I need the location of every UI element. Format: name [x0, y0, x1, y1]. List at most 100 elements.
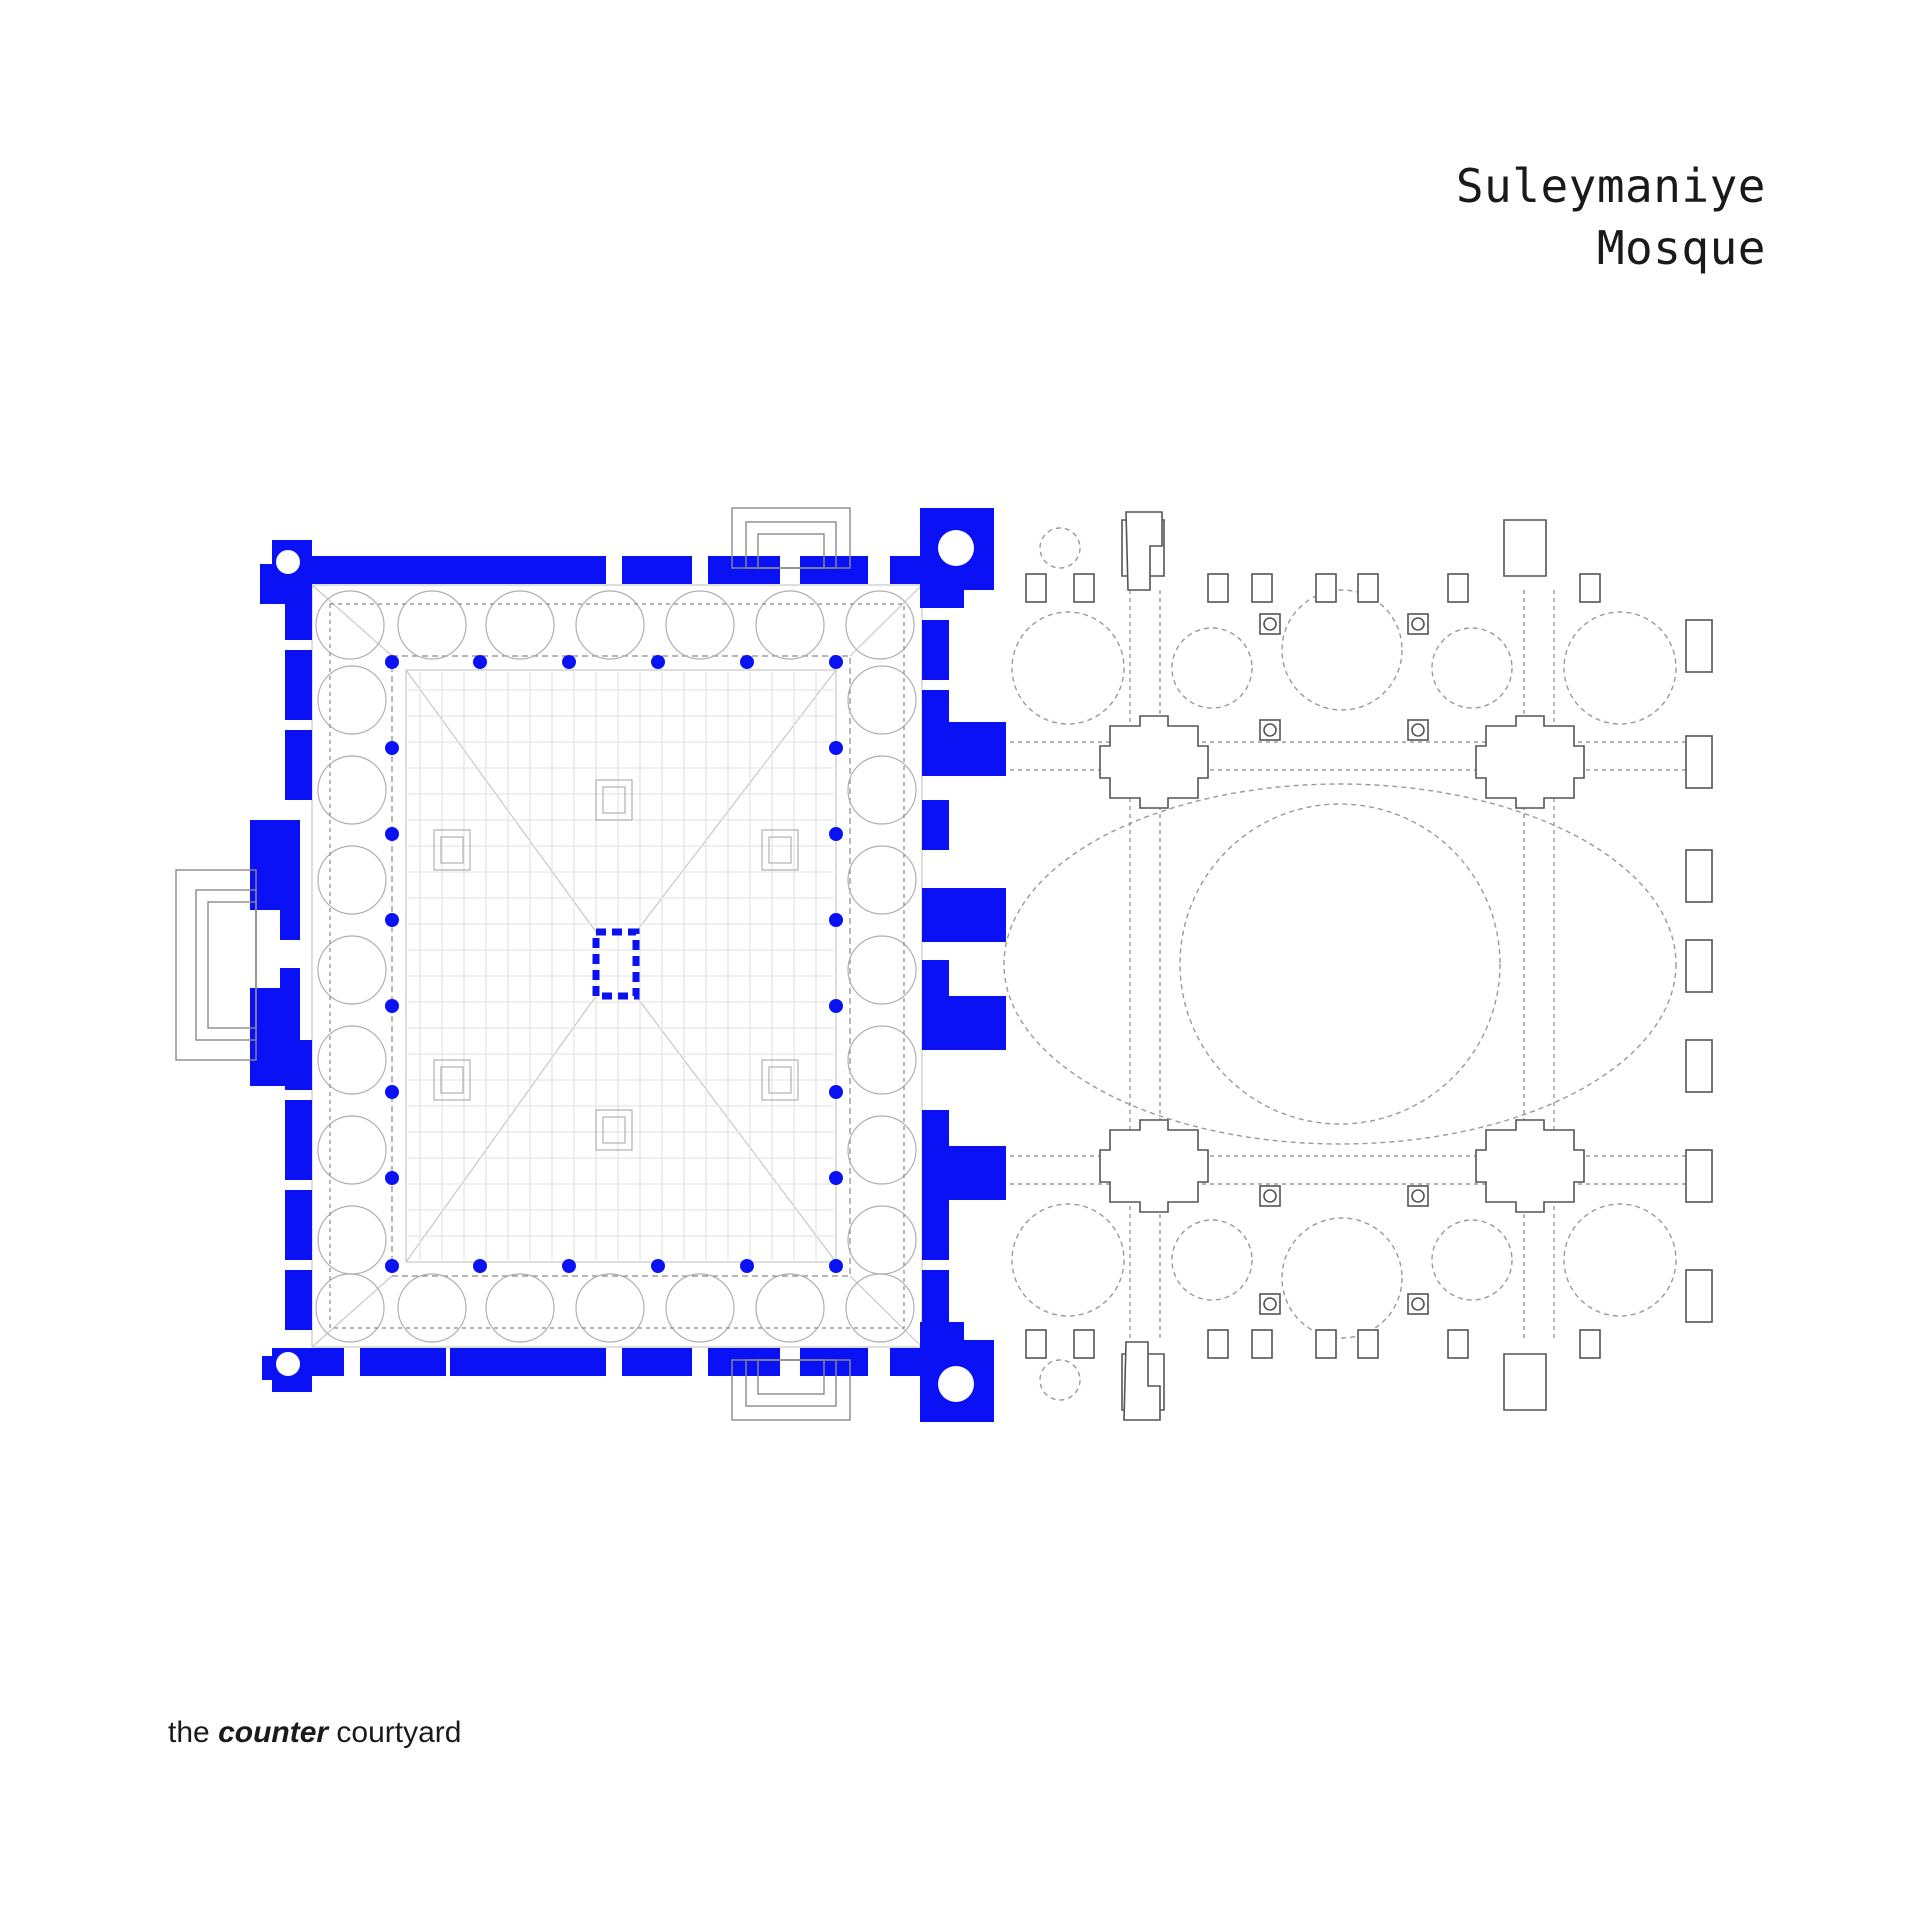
arcade-dome: [755, 590, 825, 660]
arcade-dome: [847, 1115, 917, 1185]
platform: [768, 1066, 792, 1094]
wall-segment: [360, 556, 446, 584]
column: [1411, 1189, 1425, 1203]
perimeter-pier: [1251, 1329, 1273, 1359]
main-pier: [1099, 715, 1209, 809]
wall-segment: [285, 1270, 312, 1330]
platform: [602, 1116, 626, 1144]
diagonal-line: [405, 995, 597, 1263]
main-pier: [1475, 715, 1585, 809]
perimeter-pier: [1251, 573, 1273, 603]
courtyard-paving: [311, 584, 923, 1348]
caption: the counter courtyard: [168, 1716, 461, 1750]
platform: [761, 829, 799, 871]
wall-segment: [622, 1348, 692, 1376]
column: [829, 1085, 843, 1099]
arcade-dome: [847, 665, 917, 735]
column: [1263, 617, 1277, 631]
perimeter-pier: [1579, 1329, 1601, 1359]
perimeter-pier: [1315, 1329, 1337, 1359]
side-dome: [1011, 611, 1125, 725]
hall-entry: [1125, 511, 1163, 591]
arcade-dome: [317, 1205, 387, 1275]
arcade-outline: [311, 584, 923, 1348]
tower-hole: [276, 1352, 300, 1376]
arcade-dome: [845, 1273, 915, 1343]
arcade-dome: [397, 1273, 467, 1343]
arcade-dome: [317, 1025, 387, 1095]
caption-prefix: the: [168, 1716, 210, 1749]
wall-segment: [285, 730, 312, 800]
wall-segment: [922, 1110, 949, 1150]
diagonal-line: [405, 669, 597, 933]
column: [473, 1259, 487, 1273]
semi-dome-outline: [1003, 783, 1677, 1145]
side-wall-pier: [1685, 619, 1713, 673]
side-wall-pier: [1685, 939, 1713, 993]
perimeter-pier: [1207, 1329, 1229, 1359]
column: [1411, 1297, 1425, 1311]
arcade-dome: [665, 1273, 735, 1343]
main-pier: [1475, 1119, 1585, 1213]
diagonal-line: [635, 669, 837, 933]
perimeter-pier: [1207, 573, 1229, 603]
side-dome: [1563, 611, 1677, 725]
perimeter-pier: [1025, 573, 1047, 603]
diagonal-line: [849, 1275, 923, 1348]
arcade-dome: [575, 590, 645, 660]
column: [651, 1259, 665, 1273]
caption-emphasis: counter: [218, 1716, 329, 1749]
caption-suffix: courtyard: [336, 1716, 462, 1749]
courtyard-plan: [175, 507, 1004, 1422]
wall-pier: [1503, 519, 1547, 577]
platform: [602, 786, 626, 814]
wall-segment: [800, 1348, 868, 1376]
hall-piers: [1025, 511, 1713, 1421]
column: [385, 1171, 399, 1185]
column: [740, 1259, 754, 1273]
platform: [433, 829, 471, 871]
column: [385, 1085, 399, 1099]
side-dome: [1171, 627, 1253, 709]
column: [385, 1259, 399, 1273]
column: [829, 655, 843, 669]
tower-hole: [938, 530, 974, 566]
side-dome: [1431, 627, 1513, 709]
column: [829, 1259, 843, 1273]
arcade-dome: [315, 1273, 385, 1343]
wall-segment: [708, 1348, 780, 1376]
side-dome: [1281, 1217, 1403, 1339]
arcade-dome: [397, 590, 467, 660]
arcade-dome: [317, 935, 387, 1005]
wall-segment: [922, 960, 949, 1000]
arcade-dome: [847, 935, 917, 1005]
platform: [595, 779, 633, 821]
wall-segment: [922, 800, 949, 850]
hall-buttress: [922, 996, 1006, 1050]
wall-segment: [622, 556, 692, 584]
wall-segment: [536, 1348, 606, 1376]
side-wall-pier: [1685, 1269, 1713, 1323]
diagonal-line: [311, 1275, 393, 1348]
column: [829, 999, 843, 1013]
wall-segment: [285, 1190, 312, 1260]
wall-segment: [360, 1348, 446, 1376]
column: [829, 1171, 843, 1185]
arcade-dome: [485, 590, 555, 660]
perimeter-pier: [1073, 573, 1095, 603]
main-dome: [1179, 803, 1501, 1125]
arcade-dome: [847, 845, 917, 915]
column: [829, 913, 843, 927]
perimeter-pier: [1025, 1329, 1047, 1359]
column: [385, 655, 399, 669]
side-wall-pier: [1685, 1149, 1713, 1203]
perimeter-pier: [1357, 1329, 1379, 1359]
side-dome: [1431, 1219, 1513, 1301]
column: [385, 741, 399, 755]
side-dome: [1171, 1219, 1253, 1301]
hall-domes: [1003, 527, 1688, 1401]
wall-segment: [800, 556, 868, 584]
wall-segment: [922, 1190, 949, 1260]
column: [385, 913, 399, 927]
column: [562, 1259, 576, 1273]
